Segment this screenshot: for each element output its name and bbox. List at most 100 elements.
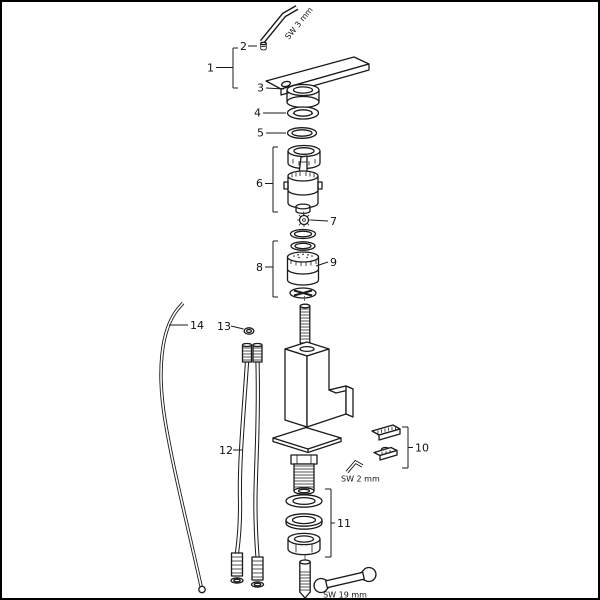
- star-nut-center: [302, 218, 306, 222]
- mesh-dot: [297, 254, 299, 256]
- wrench-19mm-icon: [313, 566, 377, 594]
- screw-sides: [299, 561, 311, 593]
- set-screw-drawing: [260, 41, 267, 51]
- pull-rod-knob: [198, 585, 206, 594]
- hose-a-bottom-fitting: [230, 552, 244, 577]
- cross-gasket-drawing: [289, 287, 317, 299]
- shank-threads: [294, 465, 314, 488]
- mounting-nut-drawing: [287, 532, 321, 556]
- allen-key-2mm-icon: [345, 459, 364, 474]
- screw-tip: [299, 591, 311, 599]
- mounting-shank-drawing: [290, 454, 318, 495]
- hose-a-top-end: [241, 342, 253, 348]
- part-label-1: 1: [207, 62, 214, 75]
- hose-a-top-fitting: [241, 344, 253, 363]
- star-nut-teeth: [297, 213, 311, 227]
- allen-key-2mm-label: SW 2 mm: [341, 475, 380, 484]
- mesh-dot: [307, 254, 309, 256]
- leader-9: [315, 261, 329, 267]
- faucet-left-face: [284, 348, 308, 428]
- bracket-11: [325, 488, 335, 558]
- leader-7: [310, 219, 329, 222]
- regulator-side: [379, 449, 398, 461]
- part-label-10: 10: [415, 442, 429, 455]
- mesh-dot: [302, 253, 304, 256]
- hose-a-fill: [235, 361, 249, 554]
- cartridge-stub-top: [295, 203, 311, 210]
- mesh-dot: [311, 255, 313, 257]
- base-plate-drawing: [272, 426, 342, 454]
- gasket-inner: [292, 496, 316, 506]
- hose-a-end-ring-inner: [233, 578, 241, 583]
- o-ring-7-drawing: [289, 228, 317, 240]
- retainer-ring-drawing: [286, 106, 320, 120]
- part-label-4: 4: [254, 107, 261, 120]
- hose-b-fill: [254, 361, 260, 558]
- hose-a-bottom-threads: [231, 556, 243, 574]
- screw-head: [299, 559, 311, 565]
- adapter-bore: [292, 86, 314, 94]
- handle-screw-hole: [280, 80, 292, 88]
- allen-key-fill: [260, 6, 298, 43]
- ring-detail: [292, 110, 314, 115]
- spout-end-face: [345, 385, 354, 418]
- shank-bottom-bore: [297, 488, 311, 494]
- cartridge-drawing: [283, 155, 323, 215]
- threaded-stem-drawing: [299, 303, 311, 344]
- hose-b-bottom-fitting: [251, 556, 264, 581]
- allen-key-3mm-icon: [259, 5, 299, 44]
- wrench-handle: [325, 571, 365, 589]
- part-label-6: 6: [256, 177, 263, 190]
- shank-hex-facets: [296, 455, 312, 464]
- mesh-dot: [293, 255, 295, 257]
- insert-grid: [377, 426, 396, 434]
- gasket-drawing: [285, 494, 323, 508]
- washer-drawing: [285, 513, 323, 530]
- part-label-3: 3: [257, 82, 264, 95]
- mesh-dot: [298, 256, 300, 259]
- aerator-insert-drawing: [371, 424, 401, 441]
- hose-b-end-ring-inner: [253, 582, 262, 587]
- part-label-9: 9: [330, 256, 337, 269]
- hose-b-top-threads: [253, 347, 262, 361]
- cartridge-top: [287, 170, 319, 182]
- stem-threads: [300, 308, 310, 340]
- mesh-dot: [306, 256, 308, 259]
- o-ring-7-inner: [293, 230, 313, 238]
- cartridge-body: [287, 175, 319, 209]
- part-label-14: 14: [190, 319, 204, 332]
- pull-rod-outline: [159, 301, 203, 587]
- regulator-dot: [385, 451, 387, 453]
- stem-top: [299, 303, 311, 309]
- o-ring-13-inner: [245, 328, 253, 334]
- insert-side: [378, 428, 401, 441]
- faucet-body-drawing: [284, 341, 354, 428]
- part-label-8: 8: [256, 261, 263, 274]
- nut-bore: [293, 147, 315, 155]
- pull-rod-drawing: [159, 301, 206, 594]
- set-screw-top: [260, 41, 267, 46]
- bracket-6: [265, 146, 278, 213]
- washer-inner: [291, 515, 317, 525]
- nut-knurl: [292, 159, 316, 166]
- o-ring-8-drawing: [290, 241, 316, 251]
- flow-regulator-drawing: [373, 446, 398, 461]
- part-label-13: 13: [217, 320, 231, 333]
- o-ring-8-inner: [294, 242, 312, 250]
- ring-inner: [293, 109, 313, 117]
- aerator-top: [286, 251, 320, 263]
- cartridge-serration: [291, 172, 315, 178]
- o-ring-5-drawing: [286, 127, 318, 139]
- adapter-sides: [286, 89, 320, 103]
- shank-hex: [290, 454, 318, 465]
- base-plate-top: [272, 426, 342, 450]
- part-label-5: 5: [257, 127, 264, 140]
- bracket-1: [216, 47, 238, 89]
- part-label-2: 2: [240, 40, 247, 53]
- bracket-10: [402, 426, 413, 469]
- part-label-11: 11: [337, 517, 351, 530]
- aerator-drawing: [286, 251, 320, 286]
- aerator-knurl: [290, 260, 317, 266]
